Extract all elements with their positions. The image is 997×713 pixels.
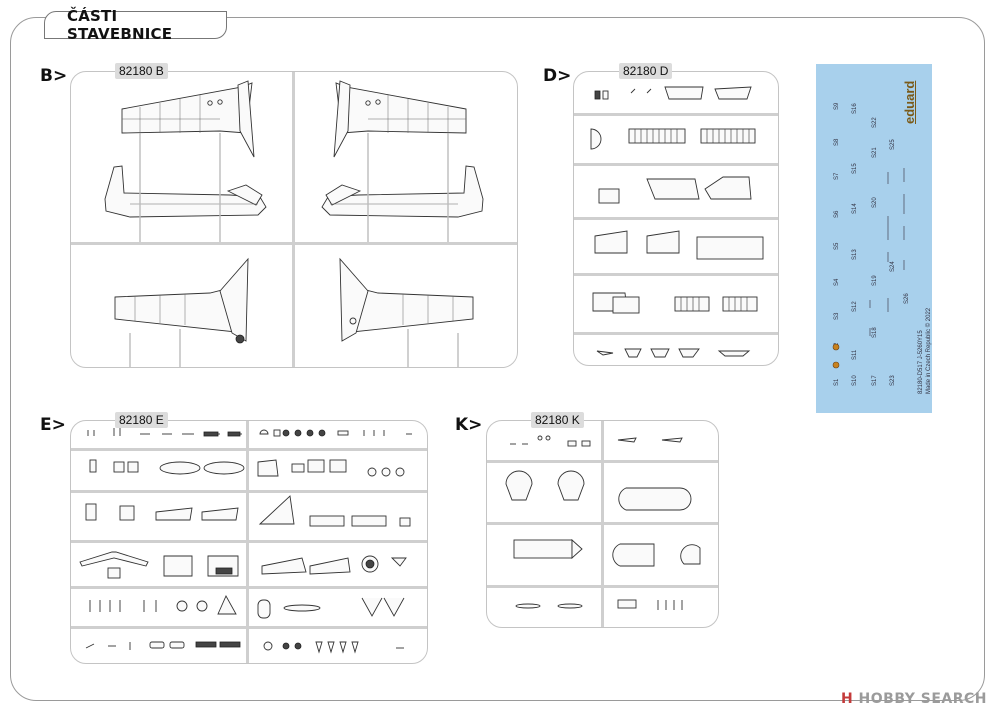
sprue-k-code: 82180 K [531,412,584,428]
sprue-b-code: 82180 B [115,63,168,79]
sprue-e-rail [71,586,427,589]
sprue-k-rail [487,585,718,588]
sprue-e-parts [79,428,412,654]
sprue-b-parts [104,80,484,367]
sprue-k-parts [505,435,701,610]
sprue-b-rail [292,72,295,367]
page-title: ČÁSTI STAVEBNICE [44,7,227,43]
sprue-d-rail [574,113,778,116]
sprue-e-rail [71,626,427,629]
decal-marks [832,168,905,369]
sprue-d-rail [574,332,778,335]
watermark-text: HOBBY SEARCH [858,691,987,707]
watermark-logo: H [840,691,854,707]
sprue-e-rail [71,490,427,493]
decal-sheet: eduard 82180-D517 J-5260Y15 Made in Czec… [816,64,932,413]
sprue-e-rail [71,540,427,543]
sprue-d-rail [574,273,778,276]
hobbysearch-watermark: H HOBBY SEARCH [841,691,987,707]
sprue-d-code: 82180 D [619,63,673,79]
sprue-d-rail [574,163,778,166]
sprue-b-letter: B> [40,66,68,86]
sprue-d-rail [574,217,778,220]
sprue-k-rail [487,522,718,525]
sprue-e-letter: E> [40,415,66,435]
sprue-d-letter: D> [543,66,572,86]
page-frame [10,17,985,701]
sprue-k-letter: K> [455,415,483,435]
sprue-k-rail [487,460,718,463]
sprue-d-parts [590,86,764,358]
sprue-b-rail [71,242,517,245]
sprue-e-rail [71,448,427,451]
sprue-e-code: 82180 E [115,412,168,428]
